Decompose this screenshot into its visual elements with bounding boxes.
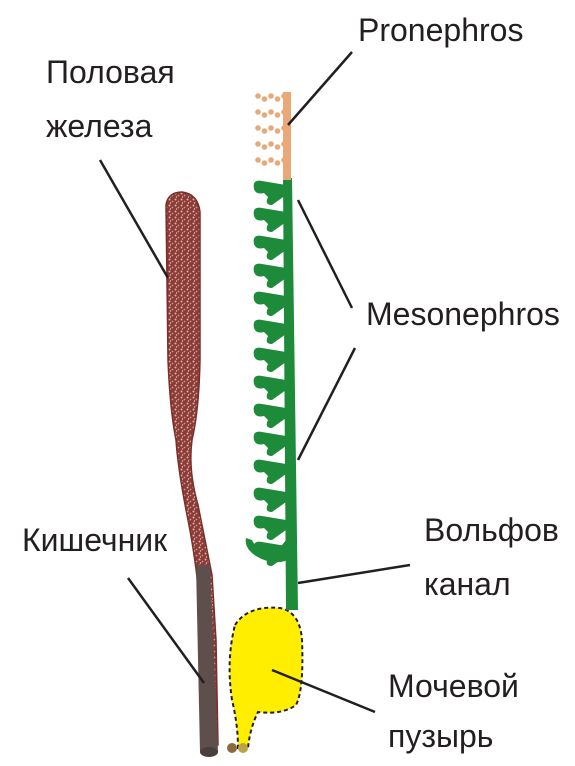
leader-wolffian — [298, 565, 410, 583]
pronephric-duct — [283, 92, 291, 180]
pronephric-bead — [268, 109, 274, 115]
label-bladder-line2: пузырь — [388, 718, 493, 754]
mesonephric-tubule — [254, 292, 286, 316]
pronephric-bead — [255, 141, 261, 147]
label-bladder-line1: Мочевой — [388, 668, 519, 704]
leader-gonad — [100, 160, 168, 278]
mesonephric-tubule — [254, 181, 286, 205]
pronephric-bead — [262, 112, 268, 118]
pronephric-bead — [262, 160, 268, 166]
leader-mesonephros-lower — [298, 348, 355, 460]
pronephric-bead — [255, 109, 261, 115]
pronephric-bead — [262, 144, 268, 150]
pronephric-bead — [268, 125, 274, 131]
pronephric-bead — [255, 125, 261, 131]
leader-pronephros — [288, 52, 352, 125]
pronephric-bead — [268, 157, 274, 163]
label-gonad-line1: Половая — [46, 54, 175, 90]
label-wolffian-line2: канал — [424, 566, 511, 602]
pronephric-bead — [268, 141, 274, 147]
mesonephric-tubule — [254, 404, 286, 428]
mesonephric-tubule — [254, 376, 286, 400]
label-wolffian-line1: Вольфов — [424, 512, 559, 548]
mesonephric-tubule — [254, 348, 286, 372]
pronephric-bead — [275, 96, 281, 102]
mesonephric-tubule — [254, 488, 286, 512]
mesonephric-tubule — [254, 320, 286, 344]
pronephric-bead — [275, 112, 281, 118]
mesonephric-tubule — [254, 460, 286, 484]
label-pronephros: Pronephros — [358, 12, 523, 48]
pronephric-bead — [275, 144, 281, 150]
leader-mesonephros-upper — [298, 200, 352, 308]
pronephric-bead — [262, 128, 268, 134]
pronephric-bead — [275, 128, 281, 134]
pronephric-bead — [275, 160, 281, 166]
mesonephric-tubule — [254, 516, 286, 540]
pronephric-bead — [262, 96, 268, 102]
pronephric-bead — [255, 157, 261, 163]
mesonephric-tubule — [254, 432, 286, 456]
mesonephric-tubule — [254, 264, 286, 288]
pronephric-bead — [268, 93, 274, 99]
label-intestine: Кишечник — [22, 522, 167, 558]
label-mesonephros: Mesonephros — [366, 296, 560, 332]
pronephros — [255, 92, 291, 180]
label-gonad-line2: железа — [46, 108, 152, 144]
mesonephric-tubule — [254, 236, 286, 260]
leader-intestine — [128, 578, 204, 683]
mesonephros — [246, 178, 298, 610]
pronephric-bead — [255, 93, 261, 99]
mesonephric-tubule — [254, 208, 286, 232]
